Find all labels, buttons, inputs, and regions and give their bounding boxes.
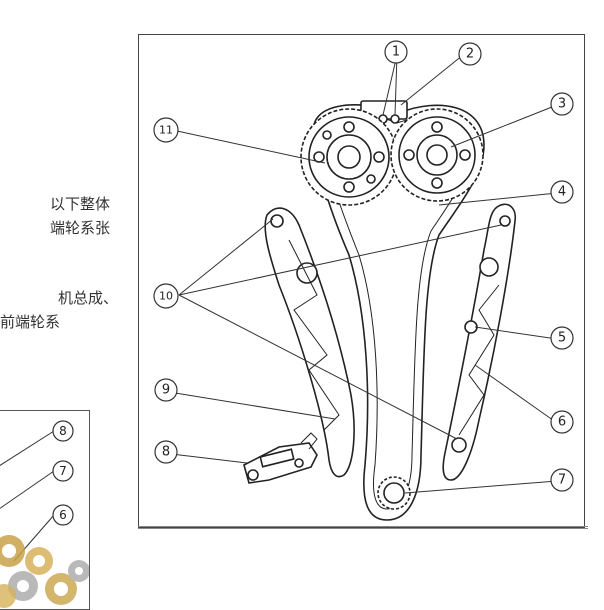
frame-bottom-rule (138, 526, 588, 529)
text-line-1: 以下整体 (50, 195, 111, 213)
timing-chain (312, 104, 485, 521)
hydraulic-tensioner (243, 432, 318, 484)
text-line-2: 端轮系张 (50, 219, 111, 237)
svg-text:6: 6 (59, 508, 67, 522)
guide-bolt-2 (390, 114, 400, 124)
fixed-guide-rail-slot (479, 257, 499, 277)
fixed-guide-rail-top-hole (499, 215, 511, 227)
text-line-4: 前端轮系 (0, 313, 61, 331)
text-line-3: 机总成、 (58, 289, 119, 307)
tensioner-rail (264, 207, 355, 478)
leader-lines (162, 54, 558, 494)
fixed-guide-rail (442, 203, 517, 481)
svg-text:7: 7 (59, 464, 67, 478)
exhaust-camshaft-sprocket (390, 108, 484, 202)
tensioner-rail-web (288, 239, 340, 431)
left-callout-6: 6 (52, 504, 74, 526)
svg-text:8: 8 (59, 424, 67, 438)
left-callout-8: 8 (52, 420, 74, 442)
timing-chain-diagram-frame (138, 34, 585, 528)
bolt-cluster (0, 535, 89, 608)
tensioner-rail-pivot (270, 214, 284, 228)
fixed-guide-rail-web (458, 284, 500, 436)
secondary-figure-frame: 8 7 6 (0, 410, 90, 610)
secondary-figure: 8 7 6 (0, 420, 89, 608)
timing-chain-diagram (162, 54, 558, 521)
pivot-bolt (451, 437, 467, 453)
intake-camshaft-sprocket (300, 108, 398, 206)
left-callout-7: 7 (52, 460, 74, 482)
